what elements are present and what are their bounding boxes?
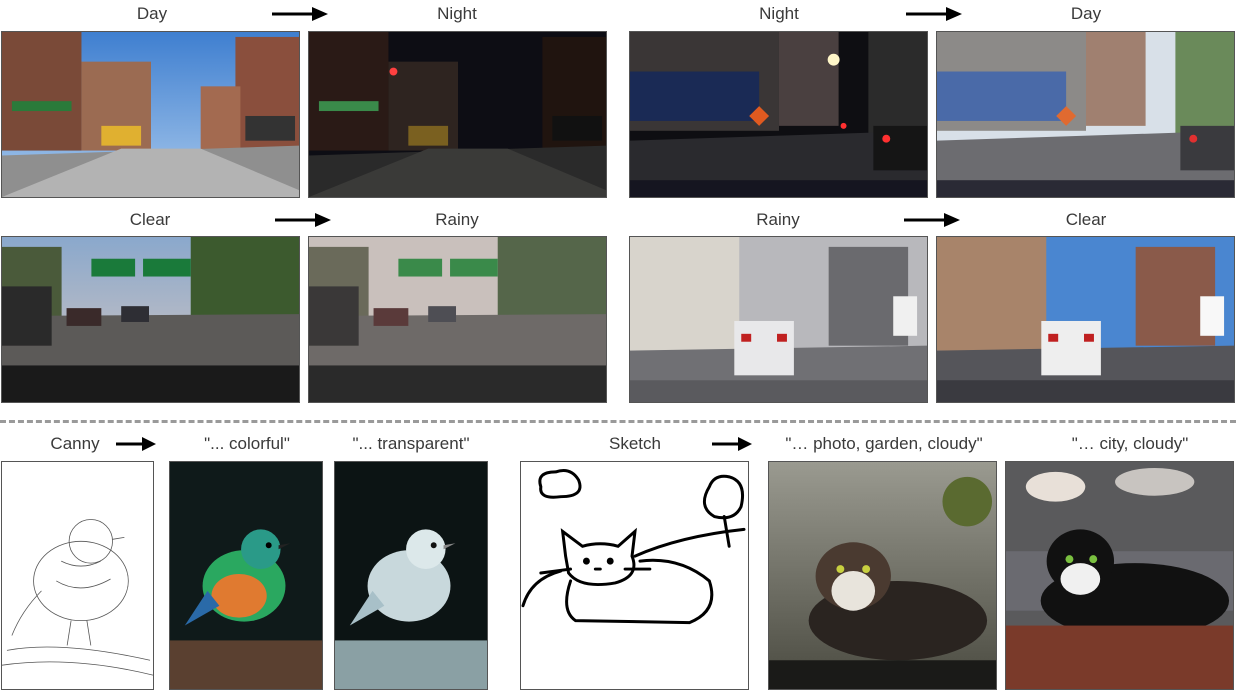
image-rainy-street xyxy=(629,236,928,403)
label-clear-right: Clear xyxy=(1065,210,1107,229)
label-night: Night xyxy=(437,4,477,23)
image-night-street xyxy=(308,31,607,198)
arrow-icon xyxy=(712,437,752,451)
arrow-icon xyxy=(275,213,331,227)
arrow-icon xyxy=(906,7,962,21)
image-clear-street xyxy=(936,236,1235,403)
arrow-icon xyxy=(904,213,960,227)
image-day-street xyxy=(1,31,300,198)
arrow-icon xyxy=(116,437,156,451)
section-divider xyxy=(0,420,1236,423)
label-day: Day xyxy=(136,4,168,23)
label-prompt-garden: "… photo, garden, cloudy" xyxy=(785,434,983,453)
label-day-right: Day xyxy=(1070,4,1102,23)
image-cat-garden xyxy=(768,461,997,690)
arrow-icon xyxy=(272,7,328,21)
label-rainy-right: Rainy xyxy=(756,210,800,229)
label-night-right: Night xyxy=(759,4,799,23)
label-canny: Canny xyxy=(50,434,100,453)
image-colorful-bird xyxy=(169,461,323,690)
image-cat-city xyxy=(1005,461,1234,690)
image-day-street-right xyxy=(936,31,1235,198)
image-canny-bird xyxy=(1,461,154,690)
label-clear: Clear xyxy=(129,210,171,229)
image-transparent-bird xyxy=(334,461,488,690)
image-clear-highway xyxy=(1,236,300,403)
label-prompt-city: "… city, cloudy" xyxy=(1071,434,1189,453)
image-cat-sketch xyxy=(520,461,749,690)
label-sketch: Sketch xyxy=(609,434,661,453)
image-rainy-highway xyxy=(308,236,607,403)
label-rainy: Rainy xyxy=(435,210,479,229)
label-prompt-colorful: "... colorful" xyxy=(204,434,290,453)
label-prompt-transparent: "... transparent" xyxy=(352,434,470,453)
image-night-street-right xyxy=(629,31,928,198)
